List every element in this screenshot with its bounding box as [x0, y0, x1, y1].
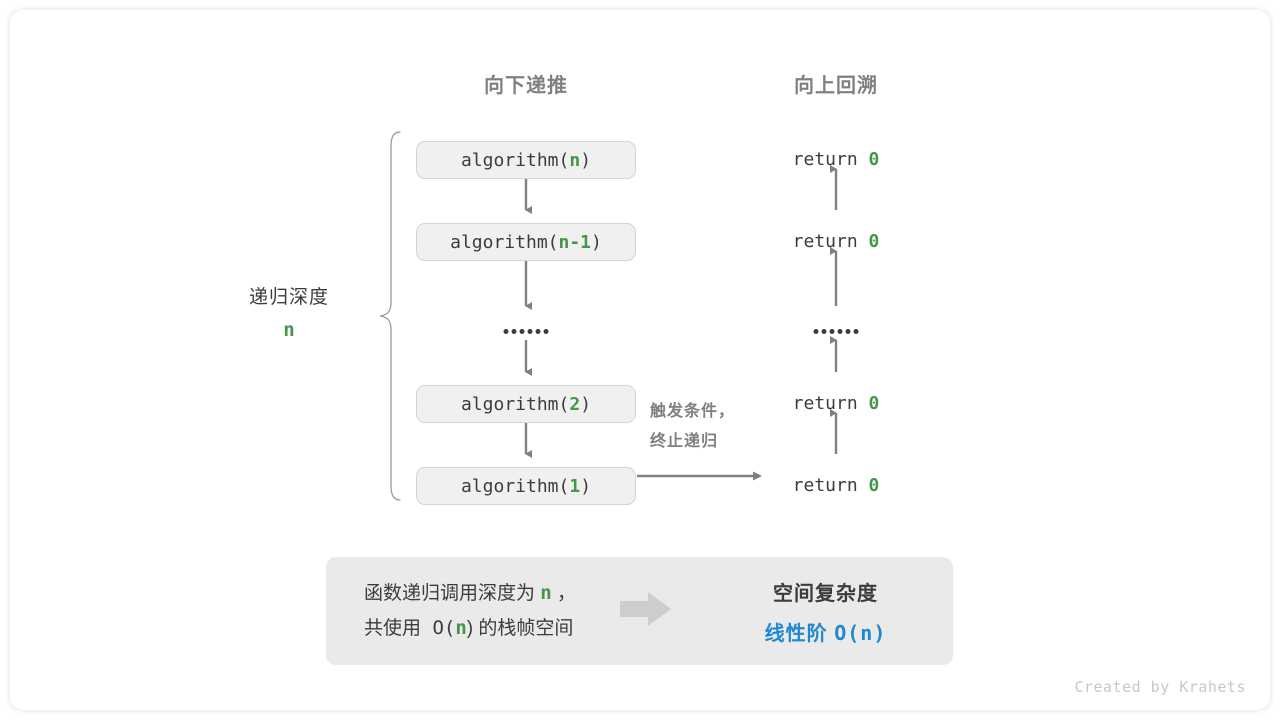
return-statement: return 0: [793, 475, 880, 496]
base-case-note-line2: 终止递归: [650, 433, 719, 450]
call-box[interactable]: algorithm(n): [416, 141, 636, 179]
base-case-note-line1: 触发条件，: [650, 403, 736, 420]
ellipsis-dots-left: [503, 329, 549, 334]
return-value: 0: [868, 475, 880, 496]
right-block-arrow-icon: [620, 591, 672, 632]
return-keyword: return: [792, 149, 869, 170]
summary-line-1-b: ，: [551, 583, 577, 604]
diagram-card: 向下递推 向上回溯 递归: [10, 10, 1270, 710]
return-value: 0: [868, 393, 880, 414]
call-arg: 1: [569, 475, 581, 497]
ellipsis-dots-right: [813, 329, 859, 334]
call-name: algorithm(: [450, 231, 559, 253]
recursion-depth-value: n: [283, 319, 295, 341]
recursion-depth-label: 递归深度 n: [249, 282, 329, 341]
complexity-title: 空间复杂度: [773, 582, 878, 605]
return-statement: return 0: [793, 393, 880, 414]
summary-conclusion: 空间复杂度 线性阶 O(n): [708, 577, 953, 646]
call-arg: 2: [569, 393, 581, 415]
return-keyword: return: [792, 475, 869, 496]
footer-credit: Created by Krahets: [1074, 678, 1246, 696]
return-statement: return 0: [793, 149, 880, 170]
summary-line-2-b: ) 的栈帧空间: [466, 618, 574, 639]
call-close: ): [591, 231, 602, 253]
column-header-downward: 向下递推: [484, 75, 568, 97]
call-close: ): [580, 393, 592, 415]
call-close: ): [580, 149, 592, 171]
return-keyword: return: [792, 231, 869, 252]
summary-line-2-n: n: [455, 617, 467, 639]
summary-line-1: 函数递归调用深度为 n ，: [364, 576, 576, 611]
complexity-value: 线性阶 O(n): [708, 617, 943, 646]
call-box[interactable]: algorithm(2): [416, 385, 636, 423]
depth-brace-icon: [379, 131, 401, 501]
call-arg: n: [569, 149, 581, 171]
summary-line-1-n: n: [540, 582, 552, 604]
summary-line-1-a: 函数递归调用深度为: [364, 583, 541, 604]
return-value: 0: [868, 149, 880, 170]
summary-panel: 函数递归调用深度为 n ， 共使用 O(n) 的栈帧空间 空间复杂度 线性阶 O…: [326, 557, 953, 665]
call-box[interactable]: algorithm(1): [416, 467, 636, 505]
call-box[interactable]: algorithm(n-1): [416, 223, 636, 261]
complexity-order-expr: O(n): [834, 620, 887, 645]
return-keyword: return: [792, 393, 869, 414]
call-name: algorithm(: [460, 475, 570, 497]
call-arg: n-1: [558, 231, 592, 253]
column-header-upward: 向上回溯: [794, 75, 878, 97]
call-name: algorithm(: [460, 393, 570, 415]
base-case-note: 触发条件， 终止递归: [650, 397, 780, 457]
recursion-depth-text: 递归深度: [248, 287, 330, 308]
summary-line-2-a: 共使用 O(: [364, 617, 456, 639]
return-value: 0: [868, 231, 880, 252]
return-statement: return 0: [793, 231, 880, 252]
complexity-order-label: 线性阶: [764, 622, 835, 645]
summary-description: 函数递归调用深度为 n ， 共使用 O(n) 的栈帧空间: [326, 576, 576, 646]
call-name: algorithm(: [460, 149, 570, 171]
call-close: ): [580, 475, 592, 497]
summary-line-2: 共使用 O(n) 的栈帧空间: [364, 611, 576, 646]
